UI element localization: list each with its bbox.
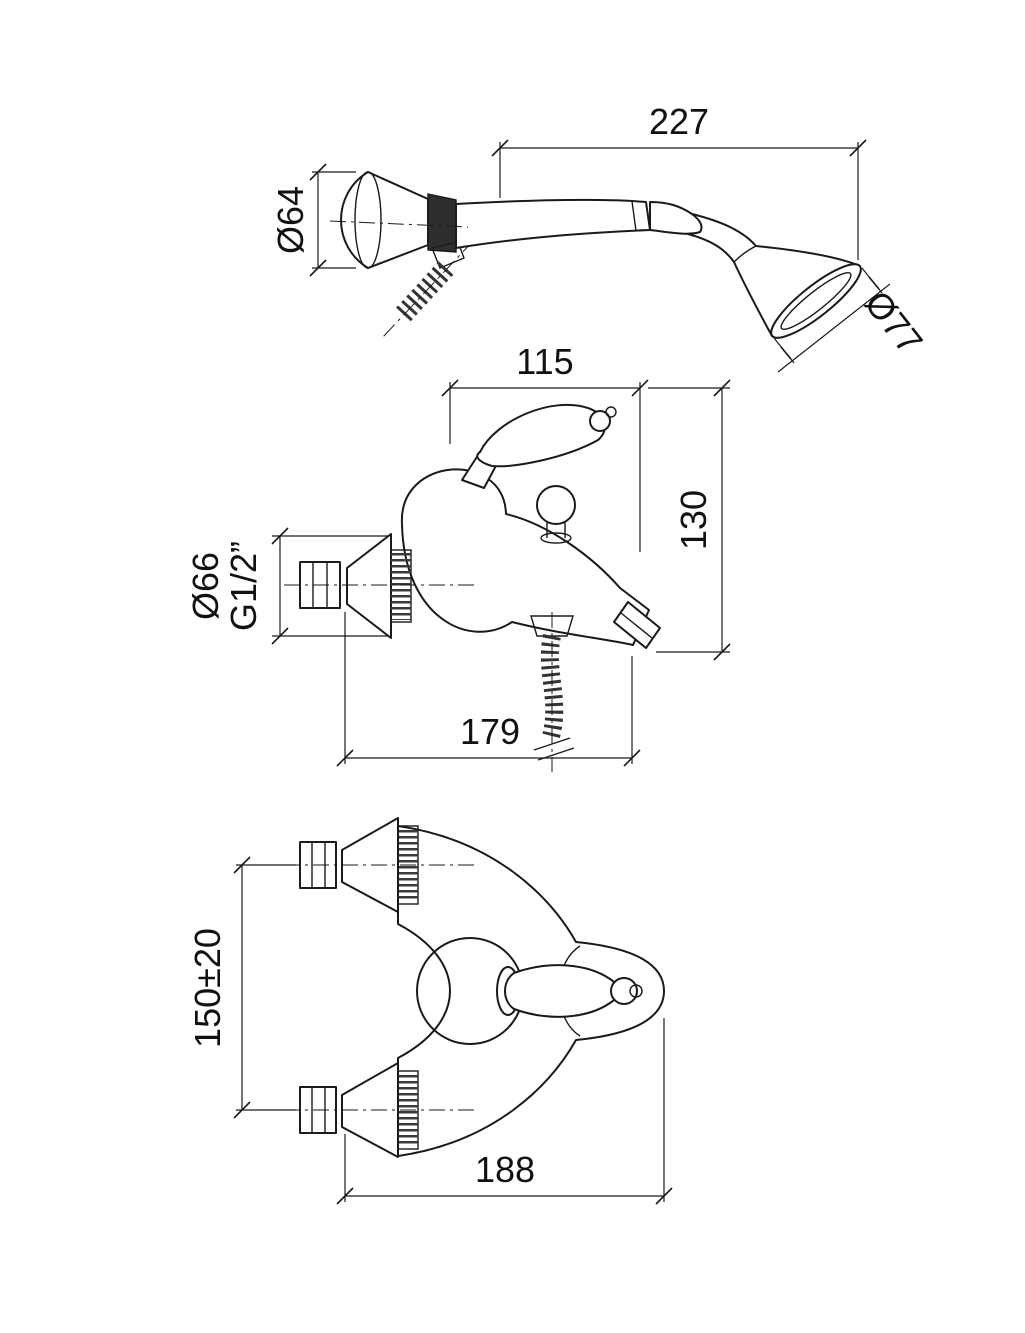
front-view: 150±20 188 xyxy=(187,817,673,1205)
dim-top-width: 115 xyxy=(441,341,649,552)
dim-label-188: 188 xyxy=(475,1149,535,1190)
dim-label-thread: G1/2” xyxy=(223,541,264,631)
spout-aerator xyxy=(613,601,661,649)
dim-handshower-length: 227 xyxy=(491,101,867,260)
dim-height: 130 xyxy=(648,379,731,661)
dim-support-diameter: Ø64 xyxy=(270,163,356,277)
handshower-head xyxy=(687,213,862,339)
mixer-body-side xyxy=(400,468,650,646)
rosette-bottom xyxy=(341,1062,399,1158)
handshower-handle xyxy=(329,198,703,249)
bottom-inlet-front xyxy=(284,1062,474,1158)
dim-label-115: 115 xyxy=(516,341,573,382)
wall-connection-side xyxy=(284,533,476,639)
head-face xyxy=(770,263,862,339)
side-view: 115 130 Ø66 G1/2” 179 xyxy=(185,341,731,772)
rosette-top xyxy=(341,817,399,913)
hand-shower-view: 227 Ø64 Ø77 xyxy=(270,101,931,373)
rosette-side xyxy=(346,533,392,639)
dim-label-d66: Ø66 xyxy=(185,552,226,620)
lever-handle-front xyxy=(496,964,643,1018)
hose-corrugation xyxy=(540,634,564,743)
dim-label-d64: Ø64 xyxy=(270,186,311,254)
handshower-hose-thread xyxy=(394,261,454,323)
dim-label-150: 150±20 xyxy=(187,928,228,1048)
dim-depth: 179 xyxy=(336,612,641,767)
top-inlet-front xyxy=(284,817,474,913)
handshower-support-cone xyxy=(340,171,429,269)
dim-rosette-thread: Ø66 G1/2” xyxy=(185,527,388,645)
dim-label-227: 227 xyxy=(649,101,709,142)
dim-centres-distance: 150±20 xyxy=(187,856,296,1119)
lever-handle-side xyxy=(461,403,617,489)
diverter-knob xyxy=(536,485,576,544)
dim-width: 188 xyxy=(336,1018,673,1205)
dim-label-d77: Ø77 xyxy=(857,283,931,362)
dim-label-130: 130 xyxy=(673,490,714,550)
hose-centerline xyxy=(381,239,475,339)
handle-centerline xyxy=(329,220,469,228)
handshower-hose-connector xyxy=(381,239,475,339)
shower-hose-side xyxy=(530,612,575,772)
dim-label-179: 179 xyxy=(460,711,520,752)
handshower-knurled-ring xyxy=(427,193,457,253)
